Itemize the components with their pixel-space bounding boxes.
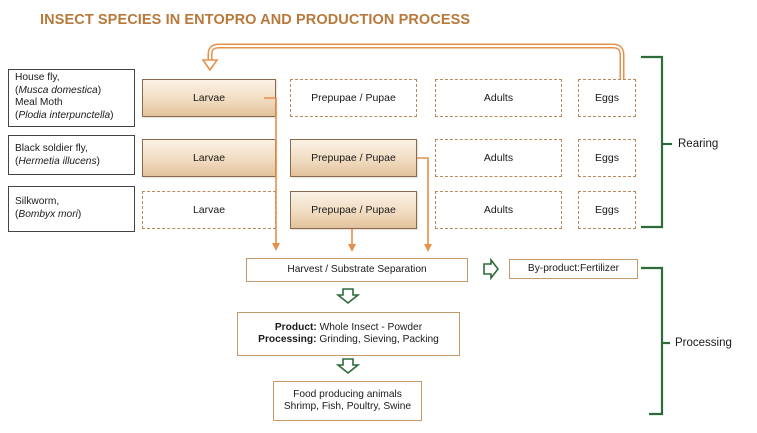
species-text: Black soldier fly, <box>15 143 88 154</box>
food-line-1: Food producing animals <box>293 388 402 400</box>
species-line: (Hermetia illucens) <box>15 156 128 169</box>
byproduct-label: By-product:Fertilizer <box>527 262 620 274</box>
species-text: ) <box>97 84 102 96</box>
harvest-label: Harvest / Substrate Separation <box>287 263 427 275</box>
processing-label: Processing <box>675 337 732 349</box>
species-text: ( <box>15 155 19 167</box>
species-scientific-name: Plodia interpunctella <box>18 109 111 121</box>
species-box-black-soldier-fly: Black soldier fly,(Hermetia illucens) <box>8 135 135 175</box>
species-line: Meal Moth <box>15 97 128 110</box>
product-box: Product: Whole Insect - Powder Processin… <box>237 312 460 356</box>
stage-box-prepupae-pupae: Prepupae / Pupae <box>290 191 417 229</box>
species-text: ) <box>96 155 100 167</box>
stage-label: Eggs <box>595 92 619 104</box>
harvest-box: Harvest / Substrate Separation <box>246 258 468 282</box>
stage-label: Larvae <box>192 92 226 104</box>
stage-label: Larvae <box>192 152 226 164</box>
product-key: Product: <box>274 321 317 333</box>
stage-box-adults: Adults <box>435 139 562 177</box>
species-text: ) <box>110 109 114 121</box>
larvae-harvest-arrow <box>264 97 280 251</box>
stage-label: Larvae <box>192 204 226 216</box>
stage-box-adults: Adults <box>435 79 562 117</box>
bsf-pupae-harvest-arrow <box>417 157 432 252</box>
processing-value: Grinding, Sieving, Packing <box>316 334 439 345</box>
food-line-2: Shrimp, Fish, Poultry, Swine <box>283 401 412 412</box>
processing-key: Processing: <box>258 334 317 345</box>
byproduct-box: By-product:Fertilizer <box>509 259 638 279</box>
return-loop-arrowhead <box>201 59 219 72</box>
product-value: Whole Insect - Powder <box>316 321 423 333</box>
species-text: Meal Moth <box>15 97 63 108</box>
stage-label: Eggs <box>595 152 619 164</box>
species-box-silkworm: Silkworm,(Bombyx mori) <box>8 186 135 232</box>
stage-label: Adults <box>483 92 514 104</box>
stage-box-prepupae-pupae: Prepupae / Pupae <box>290 79 417 117</box>
species-scientific-name: Hermetia illucens <box>18 155 97 167</box>
species-line: House fly, <box>15 72 128 85</box>
processing-line: Processing: Grinding, Sieving, Packing <box>258 334 439 347</box>
product-line: Product: Whole Insect - Powder <box>275 322 422 335</box>
rearing-label: Rearing <box>678 138 719 150</box>
species-text: Silkworm, <box>15 196 60 207</box>
species-line: (Plodia interpunctella) <box>15 110 128 123</box>
page-title: INSECT SPECIES IN ENTOPRO AND PRODUCTION… <box>40 12 471 28</box>
stage-label: Adults <box>483 152 514 164</box>
to-byproduct-arrow <box>483 257 500 281</box>
stage-box-larvae: Larvae <box>142 139 276 177</box>
stage-box-prepupae-pupae: Prepupae / Pupae <box>290 139 417 177</box>
species-box-house-fly: House fly,(Musca domestica)Meal Moth(Plo… <box>8 69 135 127</box>
stage-box-eggs: Eggs <box>578 79 636 117</box>
product-to-food-arrow <box>335 358 361 375</box>
species-scientific-name: Bombyx mori <box>18 208 78 220</box>
stage-box-larvae: Larvae <box>142 191 276 229</box>
species-text: ) <box>77 208 82 220</box>
processing-bracket <box>641 266 664 416</box>
species-text: ( <box>15 109 19 121</box>
food-box: Food producing animals Shrimp, Fish, Pou… <box>273 381 422 421</box>
stage-box-eggs: Eggs <box>578 139 636 177</box>
species-line: Black soldier fly, <box>15 143 128 156</box>
stage-label: Adults <box>483 204 514 216</box>
rearing-bracket <box>641 55 664 229</box>
stage-label: Eggs <box>595 204 619 216</box>
stage-box-eggs: Eggs <box>578 191 636 229</box>
species-text: House fly, <box>15 72 60 83</box>
species-line: (Bombyx mori) <box>15 209 128 222</box>
species-line: Silkworm, <box>15 196 128 209</box>
species-text: ( <box>15 208 19 220</box>
stage-label: Prepupae / Pupae <box>311 152 396 164</box>
stage-label: Prepupae / Pupae <box>311 92 396 104</box>
stage-box-larvae: Larvae <box>142 79 276 117</box>
return-loop-arrow <box>201 43 625 79</box>
stage-box-adults: Adults <box>435 191 562 229</box>
stage-label: Prepupae / Pupae <box>311 204 396 216</box>
harvest-to-product-arrow <box>335 288 361 305</box>
species-scientific-name: Musca domestica <box>18 84 98 96</box>
species-text: ( <box>15 84 19 96</box>
species-line: (Musca domestica) <box>15 85 128 98</box>
